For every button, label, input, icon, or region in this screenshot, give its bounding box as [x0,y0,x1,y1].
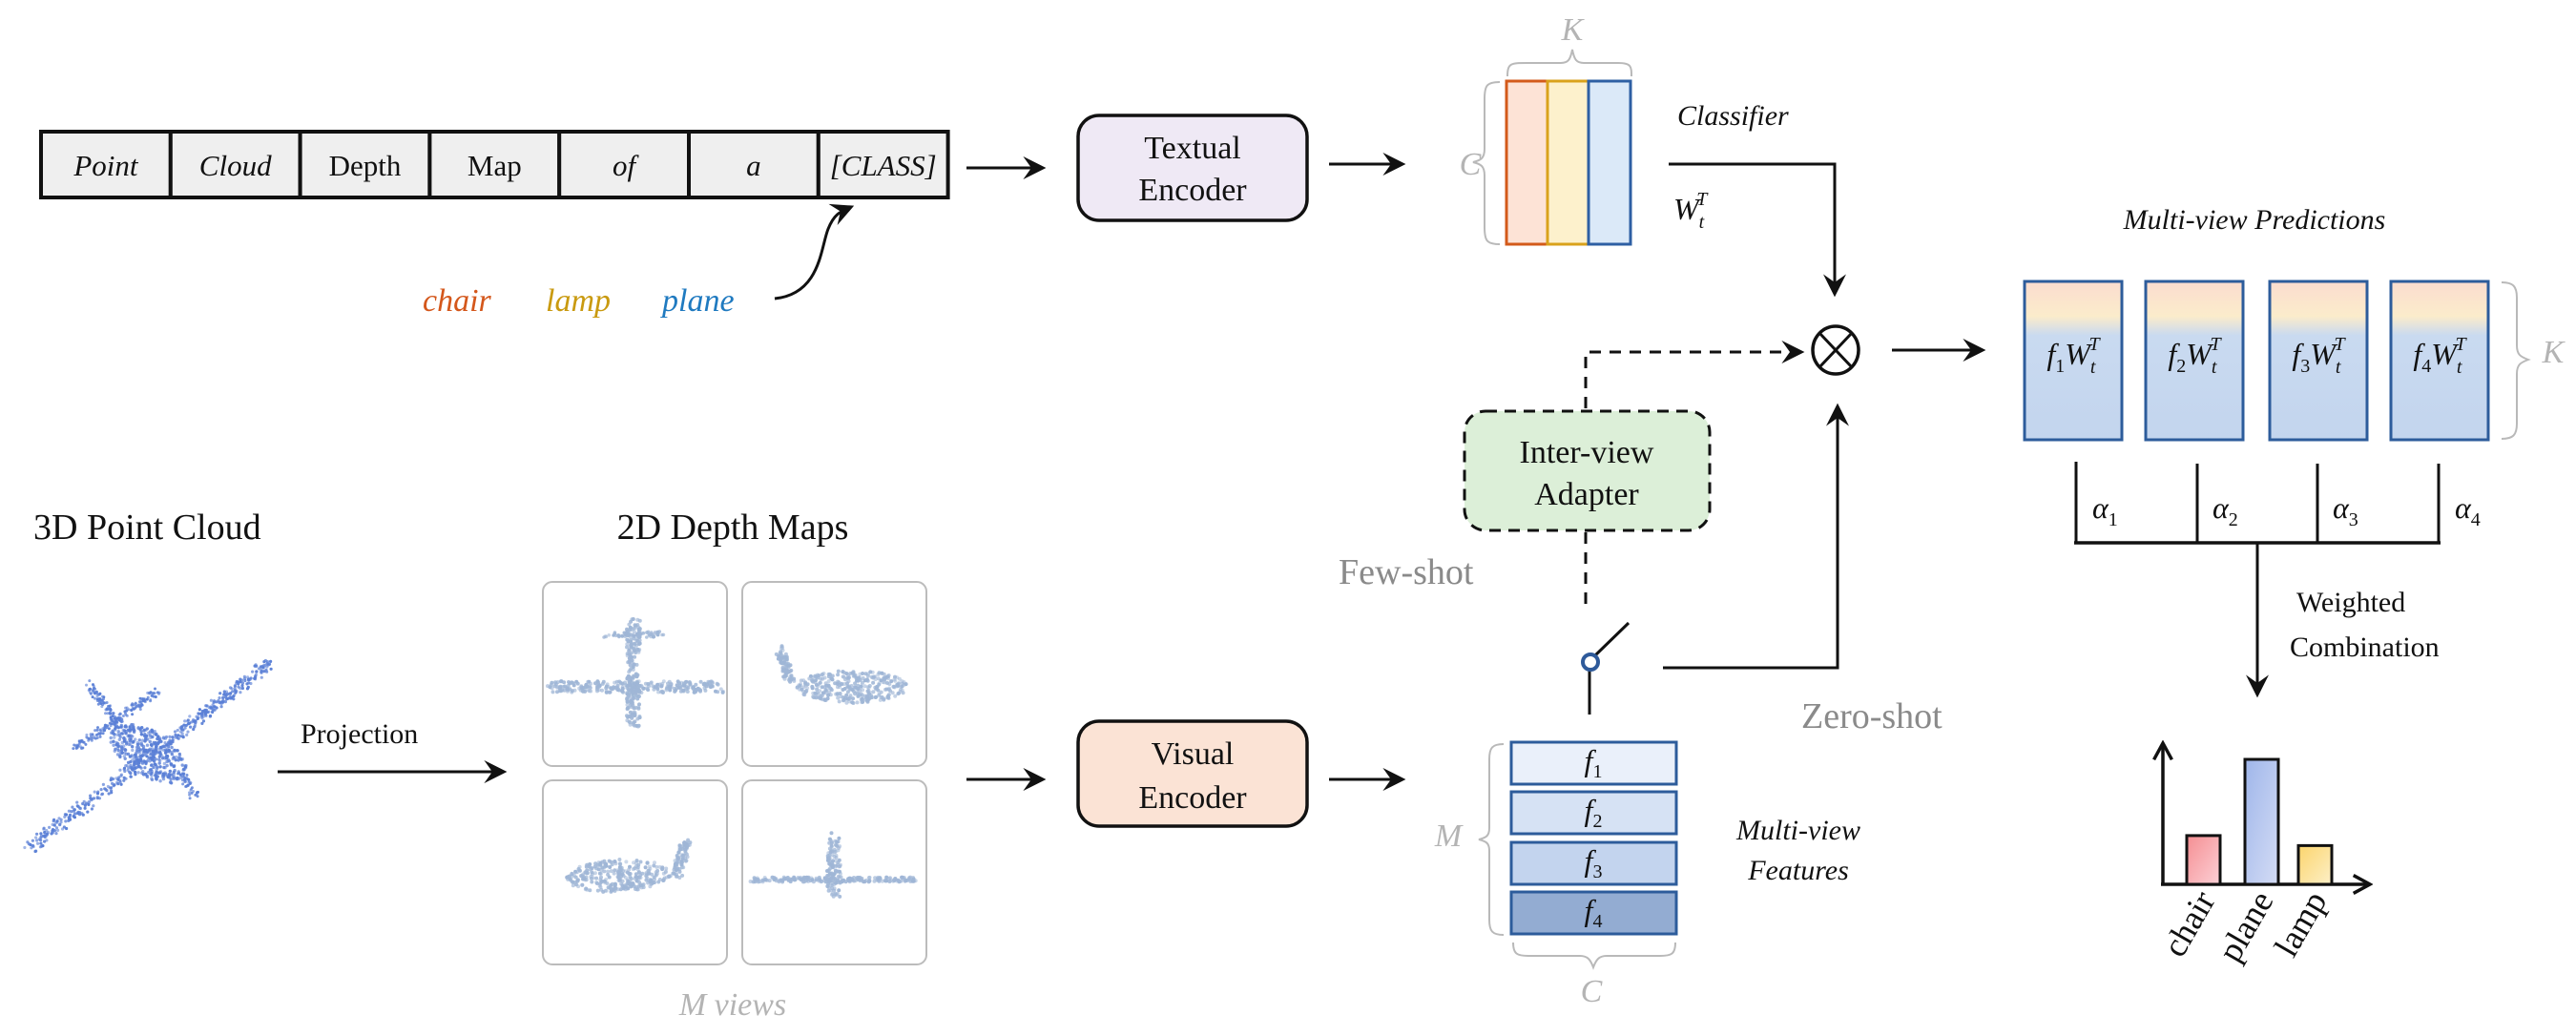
features-brace-c [1512,942,1676,970]
depth-map-view-4 [741,779,927,965]
prompt-token-text: Depth [329,149,402,182]
prompt-token-text: Cloud [199,149,272,182]
prompt-token: of [557,130,692,199]
depth-maps-caption: M views [678,987,786,1023]
features-dim-m: M [1434,818,1464,854]
class-word-plane: plane [660,283,735,319]
visual-encoder-label-line1: Visual [1152,736,1235,772]
point-cloud-airplane [23,658,273,854]
features-title-line1: Multi-view [1735,815,1860,846]
few-shot-label: Few-shot [1339,552,1474,592]
mode-switch[interactable] [1581,621,1631,715]
point-cloud-title: 3D Point Cloud [33,508,261,548]
visual-encoder: Visual Encoder [1076,719,1309,828]
prompt-token: Point [39,130,173,199]
prediction-formula: f1WtT [2046,334,2101,378]
switch-pivot [1581,653,1600,672]
class-word-chair: chair [423,283,492,319]
weight-alpha-2: α2 [2212,490,2238,530]
textual-encoder: Textual Encoder [1076,114,1309,222]
classifier-matrix: K C [1460,12,1632,246]
prompt-token: Depth [298,130,432,199]
weight-alpha-4: α4 [2455,490,2481,530]
prompt-token: a [687,130,821,199]
prompt-token: [CLASS] [816,130,950,199]
features-dim-c: C [1581,974,1603,1009]
chart-label-chair: chair [2155,884,2223,963]
prompt-token: Map [427,130,562,199]
prediction-view-1: f1WtT [2023,280,2124,442]
classifier-weight-label: WtT [1673,189,1709,233]
prediction-view-3: f3WtT [2268,280,2369,442]
few-shot-path-upper [1584,341,1805,408]
classifier-brace-c [1472,81,1501,245]
prompt-token-text: Map [467,149,522,182]
predictions-dim-k: K [2542,335,2566,370]
predictions-brace-k [2501,281,2531,440]
visual-encoder-label-line2: Encoder [1138,780,1247,816]
classifier-dim-k: K [1561,12,1586,48]
chart-bar-plane [2243,757,2280,886]
feature-view-1: f1 [1509,740,1678,786]
textual-encoder-label-line2: Encoder [1138,173,1247,208]
chart-label-plane: plane [2211,884,2281,968]
weight-subscript: t [1699,212,1705,233]
inter-view-adapter: Inter-view Adapter [1463,409,1712,532]
classifier-dim-c: C [1460,147,1482,182]
weight-alpha-1: α1 [2092,490,2118,530]
feature-view-2: f2 [1509,790,1678,836]
class-word-lamp: lamp [546,283,611,319]
prompt-token-text: Point [73,149,139,182]
prompt-token-bar: Point Cloud Depth Map of a [CLASS] [39,130,950,199]
feature-view-4: f4 [1509,890,1678,936]
predictions-title: Multi-view Predictions [2123,204,2386,236]
depth-map-view-2 [741,581,927,767]
depth-map-view-3 [542,779,728,965]
prediction-view-2: f2WtT [2144,280,2245,442]
adapter-label-line1: Inter-view [1520,435,1654,470]
features-title-line2: Features [1747,855,1849,886]
textual-encoder-label-line1: Textual [1144,131,1240,166]
depth-maps-title: 2D Depth Maps [617,508,849,548]
depth-map-grid [542,581,927,965]
depth-map-view-1 [542,581,728,767]
prompt-token-text: of [613,149,640,182]
adapter-label-line2: Adapter [1534,477,1639,512]
combination-label-line1: Weighted [2296,587,2405,618]
classifier-column-lamp [1546,79,1590,246]
prediction-view-4: f4WtT [2389,280,2490,442]
feature-view-3: f3 [1509,840,1678,886]
chart-bar-chair [2185,834,2222,886]
classifier-title: Classifier [1677,100,1789,132]
weight-superscript: T [1696,189,1709,210]
prompt-token-text: [CLASS] [830,149,937,182]
zero-shot-path [1663,403,1849,670]
classifier-brace-k [1506,49,1632,77]
classifier-column-plane [1587,79,1632,246]
arrow-classifier-to-multiply [1669,162,1846,298]
chart-label-lamp: lamp [2267,884,2335,963]
class-words: chair lamp plane [423,283,735,319]
combination-label-line2: Combination [2290,632,2440,663]
zero-shot-label: Zero-shot [1801,696,1942,736]
class-insert-arrow [774,203,855,300]
chart-bar-lamp [2296,843,2334,886]
projection-label: Projection [301,718,418,750]
svg-text:WtT: WtT [1673,189,1709,233]
classifier-column-chair [1505,79,1549,246]
weight-alpha-3: α3 [2333,490,2358,530]
features-brace-m [1478,743,1505,936]
prompt-token-text: a [746,149,761,182]
view-weights: α1 α2 α3 α4 [2092,490,2481,530]
prompt-token: Cloud [168,130,302,199]
weight-symbol: W [1673,192,1702,226]
multiply-node [1811,324,1860,376]
weight-tree [2074,462,2441,545]
